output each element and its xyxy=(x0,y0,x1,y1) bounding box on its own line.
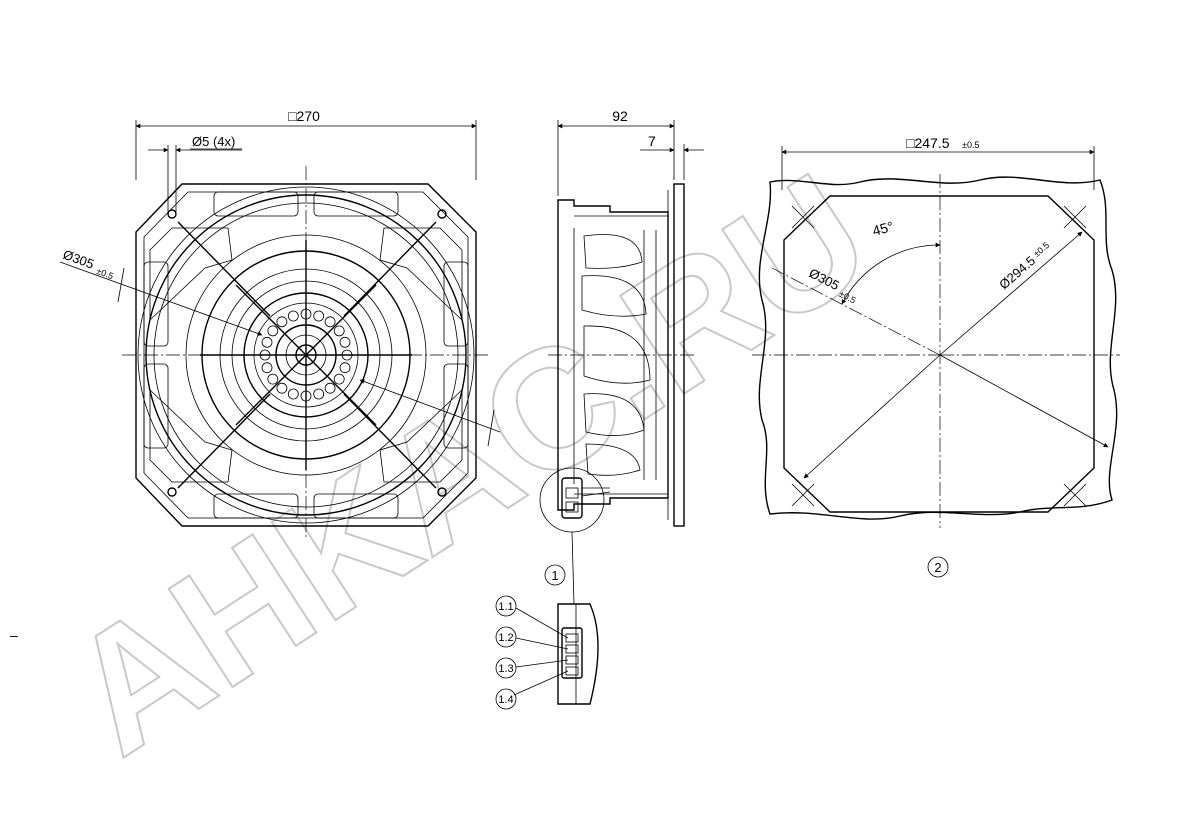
rotor-vent-hole xyxy=(339,336,351,348)
watermark-text: AHKAC.RU xyxy=(37,138,901,791)
rotor-vent-hole xyxy=(276,382,288,394)
dim-cutout-diameter-b-tol: ±0.5 xyxy=(1032,240,1052,259)
connector-housing xyxy=(561,477,583,519)
front-frame-outline xyxy=(135,183,477,527)
rotor-vent-hole xyxy=(339,362,351,374)
callout-1-label: 1 xyxy=(551,568,558,583)
dim-mount-holes: Ø5 (4x) xyxy=(192,134,235,149)
pin-label-1: 1.1 xyxy=(498,601,513,613)
pin-label-3: 1.3 xyxy=(498,663,513,675)
side-body xyxy=(557,199,669,511)
dim-side-depth: 92 xyxy=(612,108,628,124)
callout-bubble-2 xyxy=(927,556,949,578)
mount-hole xyxy=(437,209,447,219)
panel-break-outline xyxy=(758,176,1118,520)
mount-hole xyxy=(437,487,447,497)
margin-mark: – xyxy=(10,627,18,643)
dim-cutout-square-tol: ±0.5 xyxy=(962,140,979,150)
side-view: 92 7 xyxy=(539,108,704,605)
rotor-vent-hole xyxy=(313,388,325,400)
rotor-vent-hole xyxy=(324,382,336,394)
callout-2-label: 2 xyxy=(934,560,941,575)
watermark: AHKAC.RU xyxy=(36,137,902,792)
dim-front-diameter: Ø305 xyxy=(61,247,96,272)
dim-cutout-diameter-b: Ø294.5 xyxy=(996,253,1038,292)
connector-detail-outline xyxy=(557,603,599,705)
rotor-vent-hole xyxy=(333,373,345,385)
dim-angle: 45° xyxy=(871,218,896,239)
front-view: □270 Ø5 (4x) Ø305 ±0.5 xyxy=(59,108,501,540)
dim-side-flange: 7 xyxy=(648,133,656,149)
pin-label-4: 1.4 xyxy=(498,694,513,706)
rotor-vent-hole xyxy=(261,336,273,348)
dim-cutout-square: □247.5 xyxy=(906,135,950,151)
rotor-vent-hole xyxy=(276,316,288,328)
cutout-outline xyxy=(783,195,1095,513)
rotor-vent-hole xyxy=(324,316,336,328)
rotor-vent-hole xyxy=(267,373,279,385)
rotor-vent-hole xyxy=(287,388,299,400)
dim-front-width: □270 xyxy=(288,108,320,124)
rotor-vent-hole xyxy=(261,362,273,374)
dim-front-diameter-tol: ±0.5 xyxy=(95,266,115,281)
callout-bubble-1 xyxy=(544,564,566,586)
mount-hole xyxy=(167,487,177,497)
rotor-vent-hole xyxy=(267,325,279,337)
rotor-vent-hole xyxy=(333,325,345,337)
connector-detail: 1 1.1 1.2 1.3 1.4 xyxy=(495,564,599,710)
mount-hole xyxy=(167,209,177,219)
rotor-vent-hole xyxy=(287,310,299,322)
pin-label-2: 1.2 xyxy=(498,632,513,644)
rotor-vent-hole xyxy=(313,310,325,322)
